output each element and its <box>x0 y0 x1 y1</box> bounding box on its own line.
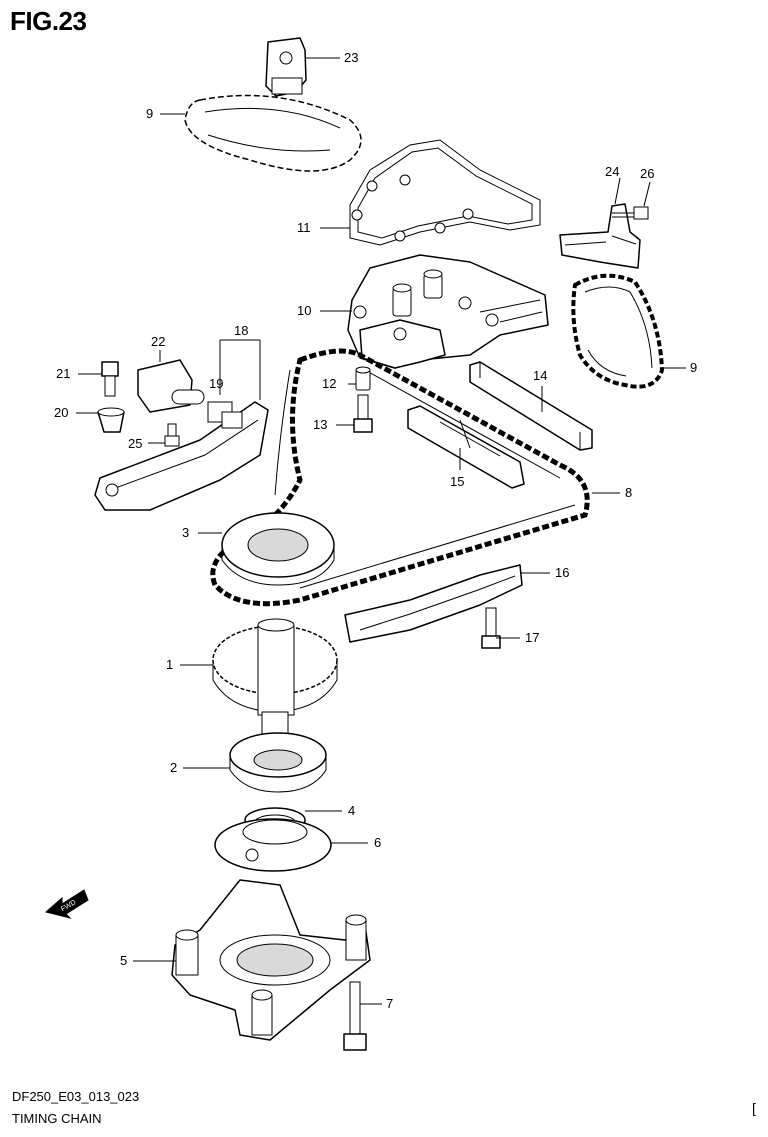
callout-15: 15 <box>450 474 464 489</box>
callout-13: 13 <box>313 417 327 432</box>
part-20-collar[interactable] <box>97 407 125 433</box>
callout-26: 26 <box>640 166 654 181</box>
callout-17: 17 <box>525 630 539 645</box>
part-24-bracket[interactable] <box>559 203 641 269</box>
callout-25: 25 <box>128 436 142 451</box>
part-11-gasket[interactable] <box>349 139 541 246</box>
diagram-caption: TIMING CHAIN <box>12 1111 102 1126</box>
callout-2: 2 <box>170 760 177 775</box>
callout-10: 10 <box>297 303 311 318</box>
part-22-tensioner[interactable] <box>137 359 205 413</box>
part-25-bolt[interactable] <box>164 423 180 447</box>
callout-3: 3 <box>182 525 189 540</box>
part-10-housing[interactable] <box>347 254 549 369</box>
callout-labels: 23 9 11 24 26 10 9 18 22 19 21 20 25 12 … <box>54 50 697 1011</box>
callout-20: 20 <box>54 405 68 420</box>
callout-23: 23 <box>344 50 358 65</box>
part-8-main-chain[interactable] <box>210 348 590 607</box>
callout-4: 4 <box>348 803 355 818</box>
part-13-bolt[interactable] <box>353 394 373 433</box>
callout-1: 1 <box>166 657 173 672</box>
callout-21: 21 <box>56 366 70 381</box>
part-6-plate[interactable] <box>214 818 332 872</box>
leader-lines <box>76 57 686 1005</box>
part-15-guide[interactable] <box>407 405 525 489</box>
figure-title: FIG.23 <box>10 6 87 36</box>
part-23-guide-clip[interactable] <box>265 37 307 97</box>
callout-19: 19 <box>209 376 223 391</box>
part-9-right-chain[interactable] <box>571 273 665 389</box>
callout-22: 22 <box>151 334 165 349</box>
part-2-bearing[interactable] <box>229 732 327 793</box>
part-26-bolt[interactable] <box>612 206 649 220</box>
callout-11: 11 <box>297 220 311 235</box>
callout-9-right: 9 <box>690 360 697 375</box>
part-7-bolt[interactable] <box>343 981 367 1051</box>
part-3-bearing[interactable] <box>221 512 335 586</box>
callout-5: 5 <box>120 953 127 968</box>
callout-7: 7 <box>386 996 393 1011</box>
part-14-guide[interactable] <box>469 361 593 451</box>
part-19-shoe[interactable] <box>207 401 243 429</box>
callout-9-upper: 9 <box>146 106 153 121</box>
part-17-bolt[interactable] <box>481 607 501 649</box>
callout-24: 24 <box>605 164 619 179</box>
callout-14: 14 <box>533 368 547 383</box>
callout-8: 8 <box>625 485 632 500</box>
part-9-upper-chain[interactable] <box>184 94 362 172</box>
corner-mark: [ <box>752 1100 756 1116</box>
part-21-bolt[interactable] <box>101 361 119 397</box>
part-12-dowel[interactable] <box>355 366 371 391</box>
callout-12: 12 <box>322 376 336 391</box>
part-5-housing[interactable] <box>171 879 371 1041</box>
callout-6: 6 <box>374 835 381 850</box>
callout-16: 16 <box>555 565 569 580</box>
fwd-arrow-icon: FWD <box>44 889 89 919</box>
part-1-gear[interactable] <box>212 618 338 743</box>
callout-18: 18 <box>234 323 248 338</box>
part-16-guide[interactable] <box>344 564 523 643</box>
diagram-code: DF250_E03_013_023 <box>12 1089 140 1104</box>
